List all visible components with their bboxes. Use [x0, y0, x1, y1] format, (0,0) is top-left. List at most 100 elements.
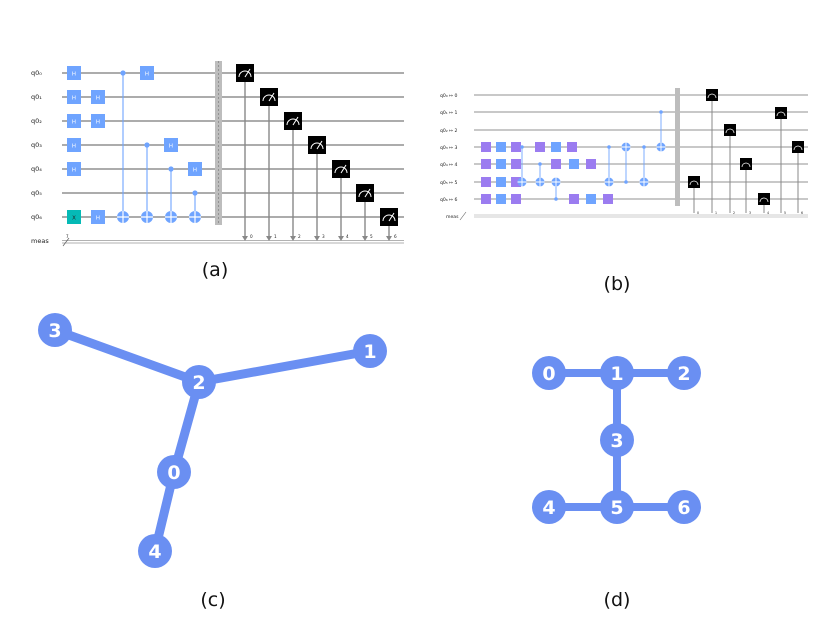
cnot-target-icon: [621, 142, 631, 152]
graph-node-0: [532, 356, 566, 390]
node-label-5: 5: [610, 497, 623, 519]
graph-node-5: [600, 490, 634, 524]
graph-node-1: [353, 334, 387, 368]
node-label-1: 1: [363, 341, 376, 363]
graph-node-0: [157, 455, 191, 489]
measure-icon: [724, 124, 736, 136]
meas-label: meas: [446, 215, 459, 220]
measure-icon: [688, 176, 700, 188]
node-label-4: 4: [542, 497, 555, 519]
cnot-target-icon: [639, 177, 649, 187]
panel-a-wires: [62, 72, 404, 218]
measure-icon: [758, 193, 770, 205]
measure-icon: [284, 112, 302, 130]
qubit-label-5: q0₅: [31, 189, 42, 197]
graph-node-3: [38, 313, 72, 347]
qubit-label-3: q0₃ ↦ 3: [440, 145, 457, 151]
graph-node-6: [667, 490, 701, 524]
h-gate-label: H: [72, 168, 76, 174]
node-label-3: 3: [48, 320, 61, 342]
caption-a: (a): [202, 259, 228, 281]
barrier: [675, 88, 680, 206]
h-gate-label: H: [193, 168, 197, 174]
bit-label: 0: [697, 211, 699, 215]
cnot-target-icon: [165, 211, 177, 223]
measure-icon: [792, 141, 804, 153]
node-label-3: 3: [610, 430, 623, 452]
panel-b-circuit: q0₀ ↦ 0 q0₁ ↦ 1 q0₂ ↦ 2 q0₃ ↦ 3 q0₄ ↦ 4 …: [440, 88, 808, 295]
qubit-label-6: q0₆: [31, 213, 42, 221]
bit-label: 3: [322, 234, 325, 239]
h-gate-label: H: [72, 72, 76, 78]
bit-label: 1: [274, 234, 277, 239]
qubit-label-1: q0₁: [31, 93, 42, 101]
measure-icon: [356, 184, 374, 202]
node-label-1: 1: [610, 363, 623, 385]
bit-label: 4: [767, 211, 769, 215]
panel-b-wires: [474, 94, 808, 200]
cnot-target-icon: [656, 142, 666, 152]
graph-node-1: [600, 356, 634, 390]
caption-b: (b): [604, 273, 631, 295]
qubit-label-4: q0₄: [31, 165, 42, 173]
h-gate-label: H: [72, 120, 76, 126]
cnot-target-icon: [517, 177, 527, 187]
h-gate-label: H: [72, 96, 76, 102]
node-label-0: 0: [542, 363, 555, 385]
qubit-label-0: q0₀ ↦ 0: [440, 93, 457, 99]
node-label-4: 4: [148, 541, 161, 563]
qubit-label-1: q0₁ ↦ 1: [440, 110, 457, 116]
x-gate: [67, 210, 81, 224]
qubit-label-4: q0₄ ↦ 4: [440, 162, 457, 168]
cnot-target-icon: [117, 211, 129, 223]
panel-a-classical-wire: [62, 237, 404, 247]
measure-icon: [775, 107, 787, 119]
caption-d: (d): [604, 589, 631, 611]
bit-label: 4: [346, 234, 349, 239]
graph-node-2: [667, 356, 701, 390]
measure-icon: [332, 160, 350, 178]
node-label-0: 0: [167, 462, 180, 484]
cnot-target-icon: [551, 177, 561, 187]
panel-a-measurements: 0 1 2 3 4 5 6: [236, 64, 398, 241]
panel-a-h-gates: H H H H H X H H H H H H: [67, 66, 202, 224]
bit-label: 6: [801, 211, 803, 215]
panel-c-graph: 3 1 2 0 4 (c): [38, 313, 387, 611]
cnot-target-icon: [535, 177, 545, 187]
qubit-label-5: q0₅ ↦ 5: [440, 180, 457, 186]
graph-node-4: [138, 534, 172, 568]
h-gate-label: H: [72, 144, 76, 150]
qubit-label-6: q0₆ ↦ 6: [440, 197, 457, 203]
node-label-6: 6: [677, 497, 690, 519]
meas-width: 7: [66, 234, 69, 239]
panel-b-cnots: [517, 110, 666, 201]
x-gate-label: X: [72, 216, 76, 222]
measure-icon: [260, 88, 278, 106]
qubit-label-2: q0₂ ↦ 2: [440, 128, 457, 134]
h-gate-label: H: [96, 120, 100, 126]
bit-label: 1: [715, 211, 717, 215]
panel-b-gates: [481, 142, 613, 204]
bit-label: 5: [370, 234, 373, 239]
cnot-target-icon: [189, 211, 201, 223]
qubit-label-3: q0₃: [31, 141, 42, 149]
meas-label: meas: [31, 237, 49, 245]
graph-node-2: [182, 365, 216, 399]
h-gate-label: H: [169, 144, 173, 150]
bit-label: 2: [733, 211, 735, 215]
cnot-target-icon: [604, 177, 614, 187]
node-label-2: 2: [192, 372, 205, 394]
measure-icon: [706, 89, 718, 101]
panel-b-measurements: 0 1 2 3 4 5 6: [688, 89, 804, 215]
caption-c: (c): [200, 589, 225, 611]
measure-icon: [740, 158, 752, 170]
qubit-label-0: q0₀: [31, 69, 42, 77]
graph-node-4: [532, 490, 566, 524]
node-label-2: 2: [677, 363, 690, 385]
bit-label: 3: [749, 211, 751, 215]
measure-icon: [380, 208, 398, 226]
h-gate-label: H: [96, 216, 100, 222]
bit-label: 0: [250, 234, 253, 239]
measure-icon: [236, 64, 254, 82]
